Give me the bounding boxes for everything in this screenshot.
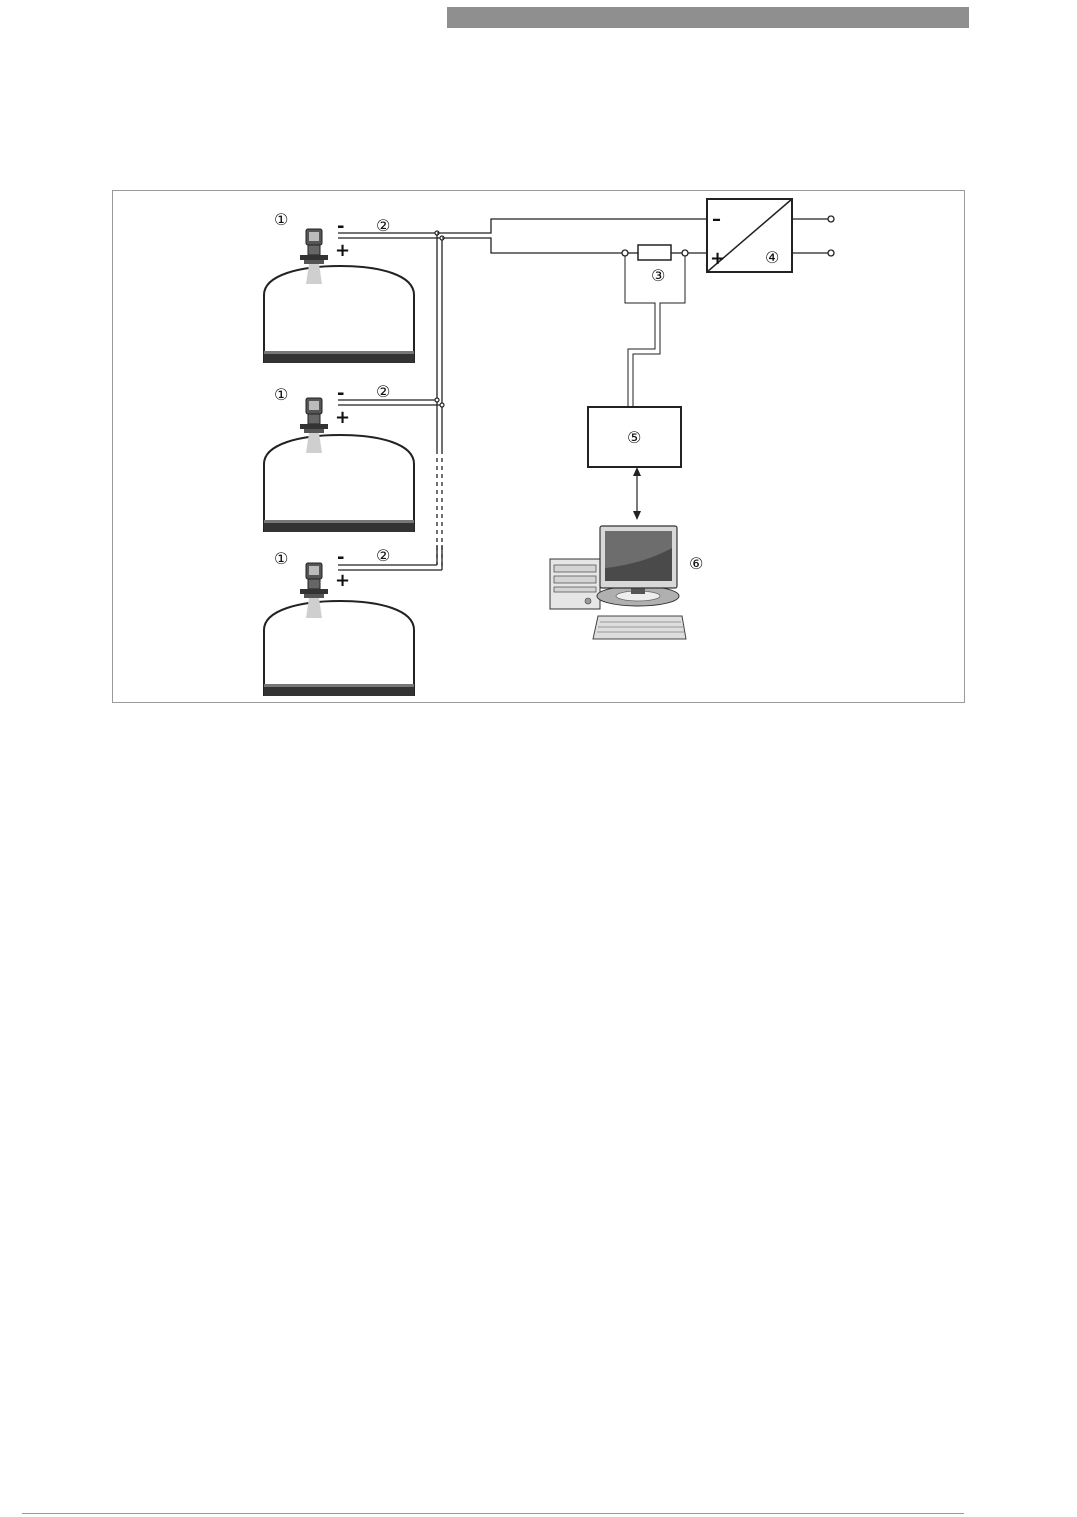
callout-cable-2: ②	[376, 382, 390, 401]
sensor-3-minus: -	[337, 547, 344, 568]
tank-1	[264, 266, 414, 363]
output-terminal-plus	[828, 250, 834, 256]
sensor-2-plus: +	[335, 407, 350, 428]
computer-icon	[550, 526, 686, 639]
sensor-1-minus: -	[337, 216, 344, 237]
callout-power-supply: ④	[765, 248, 779, 267]
callout-sensor-3: ①	[274, 549, 288, 568]
tank-2	[264, 435, 414, 532]
resistor-terminal-right	[682, 250, 688, 256]
sensor-3-plus: +	[335, 570, 350, 591]
callout-computer: ⑥	[689, 554, 703, 573]
data-link-arrow	[633, 467, 641, 520]
callout-resistor: ③	[651, 266, 665, 285]
tank-3	[264, 601, 414, 696]
power-supply-plus: +	[710, 248, 725, 269]
sensor-2-minus: -	[337, 383, 344, 404]
callout-sensor-2: ①	[274, 385, 288, 404]
callout-sensor-1: ①	[274, 210, 288, 229]
callout-hart-converter: ⑤	[627, 428, 641, 447]
callout-cable-1: ②	[376, 216, 390, 235]
output-terminal-minus	[828, 216, 834, 222]
resistor-terminal-left	[622, 250, 628, 256]
sensor-1-plus: +	[335, 240, 350, 261]
power-supply-minus: –	[712, 209, 721, 230]
callout-cable-3: ②	[376, 546, 390, 565]
footer-rule	[22, 1513, 964, 1514]
resistor	[638, 245, 671, 260]
